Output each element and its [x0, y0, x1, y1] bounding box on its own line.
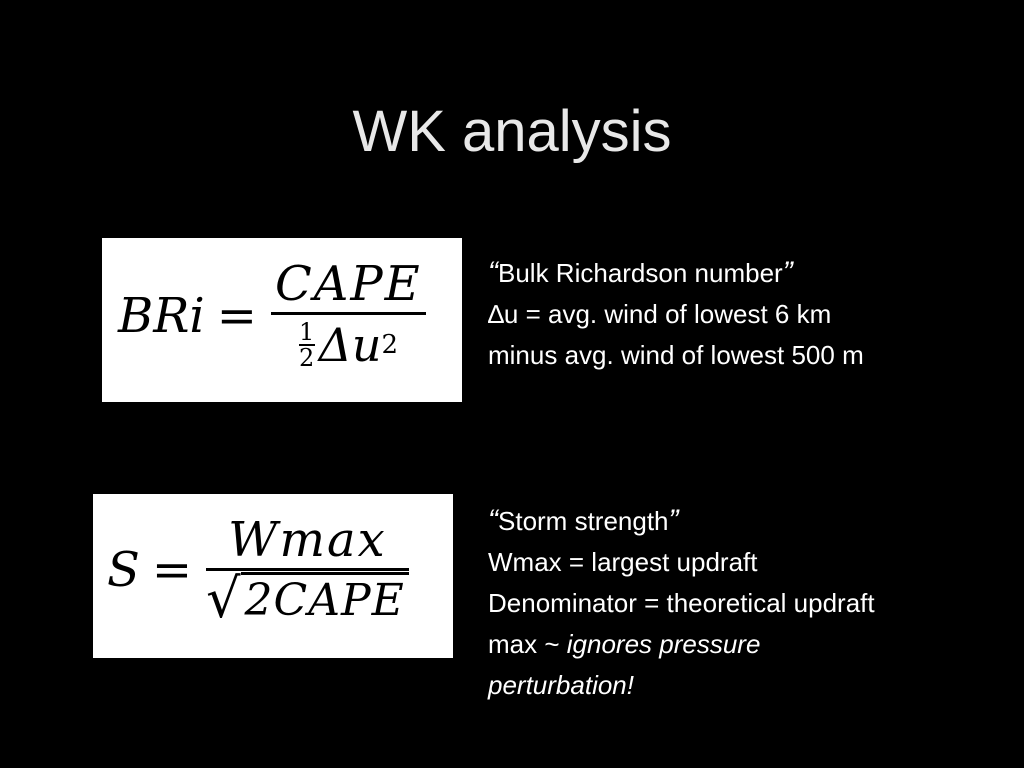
s-perturbation-line: perturbation!: [488, 670, 634, 700]
formula-equals: =: [216, 287, 257, 344]
bri-minus-line: minus avg. wind of lowest 500 m: [488, 340, 864, 370]
delta-symbol: ∆: [488, 299, 504, 329]
fraction-bar: [206, 568, 409, 571]
formula-equals: =: [151, 541, 193, 598]
formula-fraction: Wmax √ 2CAPE: [206, 512, 409, 627]
square-root: √ 2CAPE: [206, 571, 409, 627]
delta-u: Δu: [318, 318, 382, 372]
formula-numerator-wmax: Wmax: [228, 512, 387, 568]
storm-strength-formula-image: S = Wmax √ 2CAPE: [93, 494, 453, 658]
one-half-fraction: 1 2: [298, 318, 315, 372]
formula-lhs-bri: BRi: [118, 287, 205, 344]
s-name-line: “Storm strength”: [488, 504, 679, 537]
storm-strength-description: “Storm strength” Wmax = largest updraft …: [488, 500, 875, 706]
s-wmax-line: Wmax = largest updraft: [488, 547, 758, 577]
bulk-richardson-description: “Bulk Richardson number” ∆u = avg. wind …: [488, 252, 864, 376]
bri-name-line: “Bulk Richardson number”: [488, 256, 793, 289]
s-denominator-line: Denominator = theoretical updraft: [488, 588, 875, 618]
s-max-line: max ~ ignores pressure: [488, 629, 761, 659]
bri-delta-u-line: ∆u = avg. wind of lowest 6 km: [488, 299, 832, 329]
slide-title: WK analysis: [352, 99, 672, 164]
formula-lhs-s: S: [107, 541, 140, 598]
radical-sign: √: [206, 567, 241, 630]
formula-numerator-cape: CAPE: [274, 256, 422, 312]
radicand-2cape: 2CAPE: [240, 572, 409, 627]
fraction-bar: [270, 312, 426, 315]
exponent: 2: [381, 330, 399, 360]
